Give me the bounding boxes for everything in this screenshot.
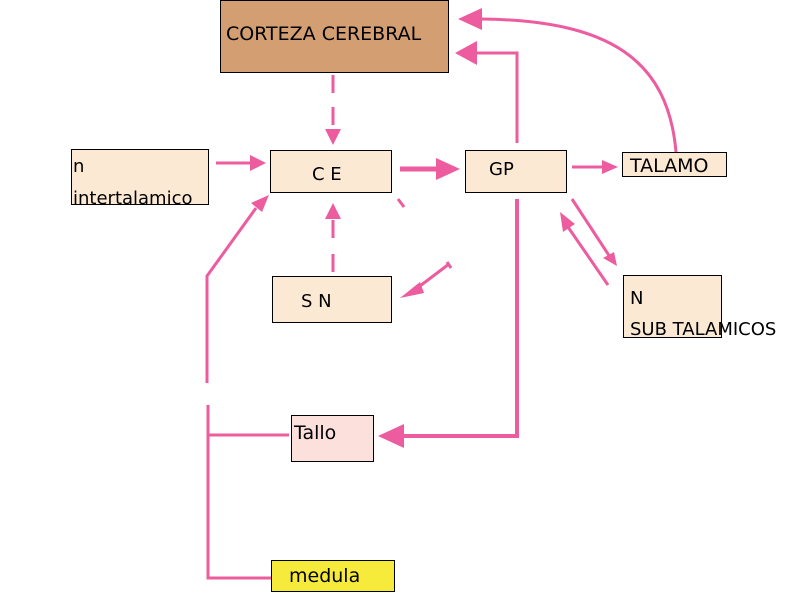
arrowhead-right-ce	[250, 155, 266, 171]
arrowhead-right-talamo	[602, 160, 618, 174]
arrowhead-right-gp	[436, 158, 460, 180]
node-label: S N	[301, 291, 332, 312]
node-gp: GP	[465, 150, 567, 193]
node-label-line2: SUB TALAMICOS	[630, 319, 777, 340]
node-n-sub-talamicos: N SUB TALAMICOS	[623, 275, 776, 340]
arrowhead-corteza-gp	[455, 41, 477, 65]
arrowhead-gp-from-sub	[560, 212, 575, 232]
line-medula-left	[206, 405, 271, 580]
node-tallo: Tallo	[291, 415, 374, 462]
arrowhead-tallo	[378, 424, 404, 448]
dash-sn-tick	[445, 261, 453, 269]
node-talamo: TALAMO	[622, 152, 727, 177]
node-label: medula	[289, 565, 361, 587]
arrow-sub-to-gp	[566, 226, 610, 286]
arrowhead-sn	[400, 282, 424, 298]
node-n-intertalamico: n intertalamico	[71, 149, 209, 209]
node-label: C E	[312, 164, 342, 185]
arrowhead-ce-left	[251, 195, 269, 212]
line-to-ce-left	[205, 207, 258, 383]
node-label-line1: n	[73, 156, 85, 177]
node-label: CORTEZA CEREBRAL	[226, 23, 422, 45]
arrow-gp-to-sub	[570, 198, 612, 258]
node-label-line1: N	[630, 288, 644, 309]
node-medula: medula	[271, 560, 395, 592]
arrowhead-down-ce	[325, 129, 341, 145]
node-corteza-cerebral: CORTEZA CEREBRAL	[220, 0, 449, 73]
dash-ce-segment	[396, 198, 406, 208]
arrow-to-sn	[415, 262, 450, 291]
node-label: GP	[489, 159, 514, 180]
node-sn: S N	[272, 276, 392, 323]
node-label: TALAMO	[630, 155, 709, 177]
arrowhead-up-ce	[325, 203, 341, 219]
node-ce: C E	[270, 150, 392, 193]
arrow-gp-to-corteza	[473, 51, 519, 143]
arrow-talamo-to-corteza	[479, 17, 678, 153]
node-label-line2: intertalamico	[73, 188, 193, 209]
arrow-gp-to-tallo	[400, 199, 519, 438]
arrowhead-corteza-talamo	[458, 8, 482, 30]
node-label: Tallo	[294, 422, 337, 444]
arrowhead-sub	[603, 252, 617, 266]
